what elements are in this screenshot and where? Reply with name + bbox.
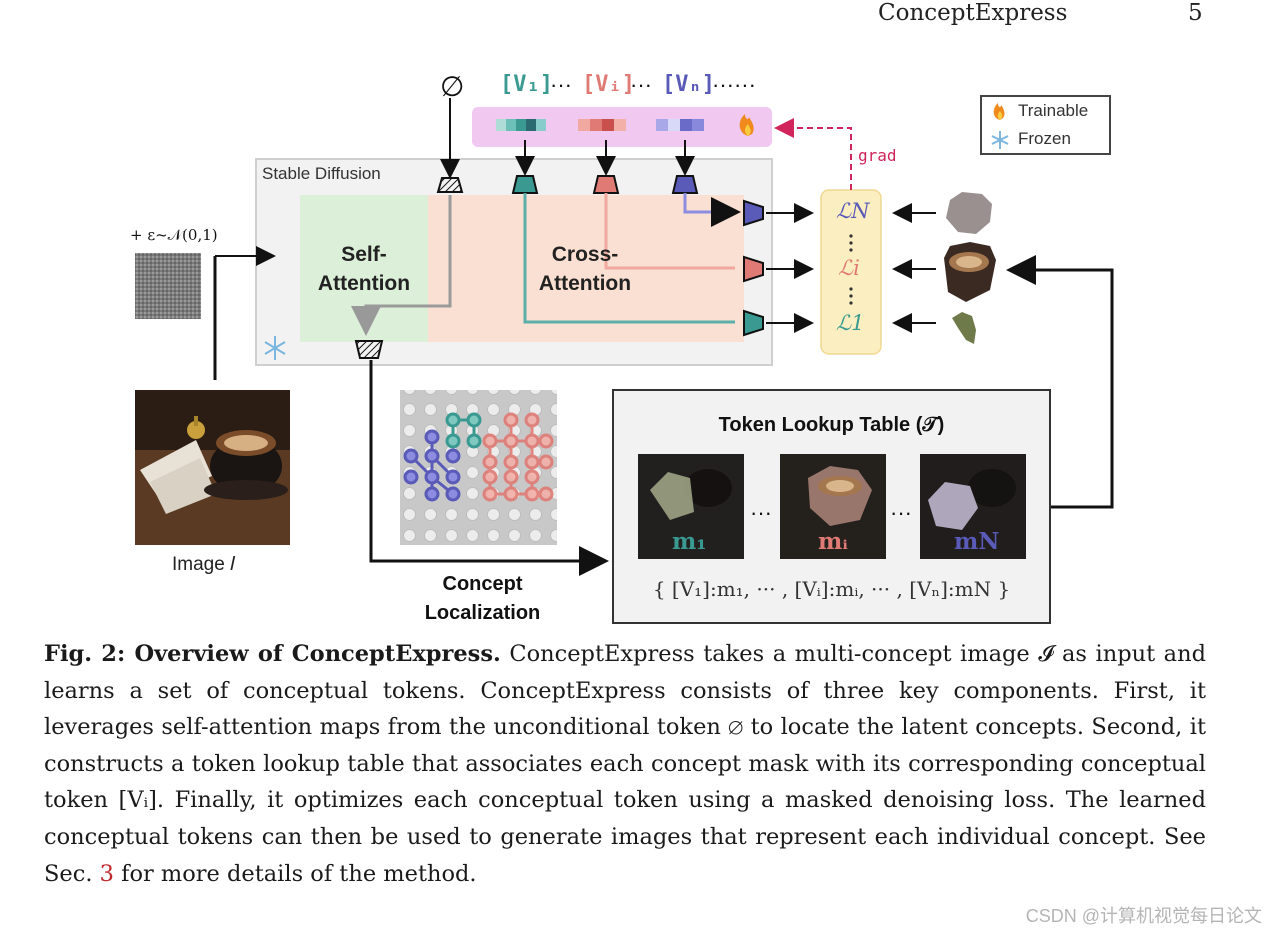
self-attention-label: Self- Attention <box>317 243 411 295</box>
token-vi-label: [Vᵢ] <box>582 72 635 97</box>
legend-box <box>980 95 1111 155</box>
self-attention-map-block <box>354 340 384 359</box>
lookup-mapping: { [V₁]:m₁, ··· , [Vᵢ]:mᵢ, ··· , [Vₙ]:mN … <box>652 577 1011 601</box>
mask-i-label: mᵢ <box>818 528 848 555</box>
empty-token-label: ∅ <box>440 71 465 102</box>
lookup-dots-1: ··· <box>750 500 772 525</box>
output-block-teal <box>743 309 764 337</box>
unconditional-key-block <box>436 177 464 193</box>
mask-n-label: mN <box>954 528 1000 555</box>
stable-diffusion-label: Stable Diffusion <box>262 164 381 183</box>
section-reference-link[interactable]: 3 <box>99 860 114 887</box>
running-header-title: ConceptExpress <box>878 0 1068 26</box>
loss-i-label: ℒi <box>838 256 860 280</box>
caption-lead: Fig. 2: Overview of ConceptExpress. <box>44 641 501 667</box>
caption-tail: for more details of the method. <box>113 860 477 887</box>
image-label: Image 𝐼 <box>172 554 236 575</box>
token-dots-trail: ······ <box>712 72 756 97</box>
concept-localization-label: Concept Localization <box>424 573 541 624</box>
noise-image <box>135 253 201 319</box>
token-v1-embedding <box>496 119 546 131</box>
token-vn-embedding <box>656 119 704 131</box>
grad-label: grad <box>858 146 897 165</box>
noise-label: + ε~𝒩(0,1) <box>130 226 218 244</box>
lookup-mask-n-image <box>920 454 1026 559</box>
mask-n-thumbnail <box>946 192 992 234</box>
key-block-teal <box>511 175 539 194</box>
output-block-purple <box>743 199 764 227</box>
mask-i-thumbnail <box>944 242 996 302</box>
token-dots-1: ··· <box>550 72 572 97</box>
token-dots-2: ··· <box>630 72 652 97</box>
watermark: CSDN @计算机视觉每日论文 <box>1025 906 1262 926</box>
lookup-dots-2: ··· <box>890 500 912 525</box>
legend-trainable: Trainable <box>1018 101 1089 120</box>
loss-1-label: ℒ1 <box>836 311 865 335</box>
page-number: 5 <box>1188 0 1203 26</box>
output-block-salmon <box>743 255 764 283</box>
cross-attention-label: Cross- Attention <box>538 243 632 295</box>
input-image <box>135 390 290 545</box>
flame-icon-legend <box>993 103 1005 120</box>
concept-cluster-purple <box>403 429 461 502</box>
key-block-purple <box>671 175 699 194</box>
legend-frozen: Frozen <box>1018 129 1071 148</box>
token-vi-embedding <box>578 119 626 131</box>
flame-icon <box>739 114 754 136</box>
figure-caption: Fig. 2: Overview of ConceptExpress. Conc… <box>44 636 1206 892</box>
lookup-mask-1-image <box>638 454 744 559</box>
caption-body: ConceptExpress takes a multi-concept ima… <box>44 641 1206 887</box>
overview-diagram <box>135 95 1114 624</box>
concept-cluster-salmon <box>482 412 554 502</box>
token-v1-label: [V₁] <box>500 72 553 97</box>
lookup-mask-i-image <box>780 454 886 559</box>
snowflake-icon <box>264 336 286 360</box>
lookup-table-title: Token Lookup Table (𝒯) <box>718 414 945 436</box>
mask-1-label: m₁ <box>672 528 707 555</box>
concept-cluster-teal <box>445 412 482 449</box>
loss-n-label: ℒN <box>836 199 870 223</box>
mask-1-thumbnail <box>952 312 976 344</box>
token-vn-label: [Vₙ] <box>662 72 715 97</box>
snowflake-icon-legend <box>991 131 1009 149</box>
key-block-salmon <box>592 175 620 194</box>
